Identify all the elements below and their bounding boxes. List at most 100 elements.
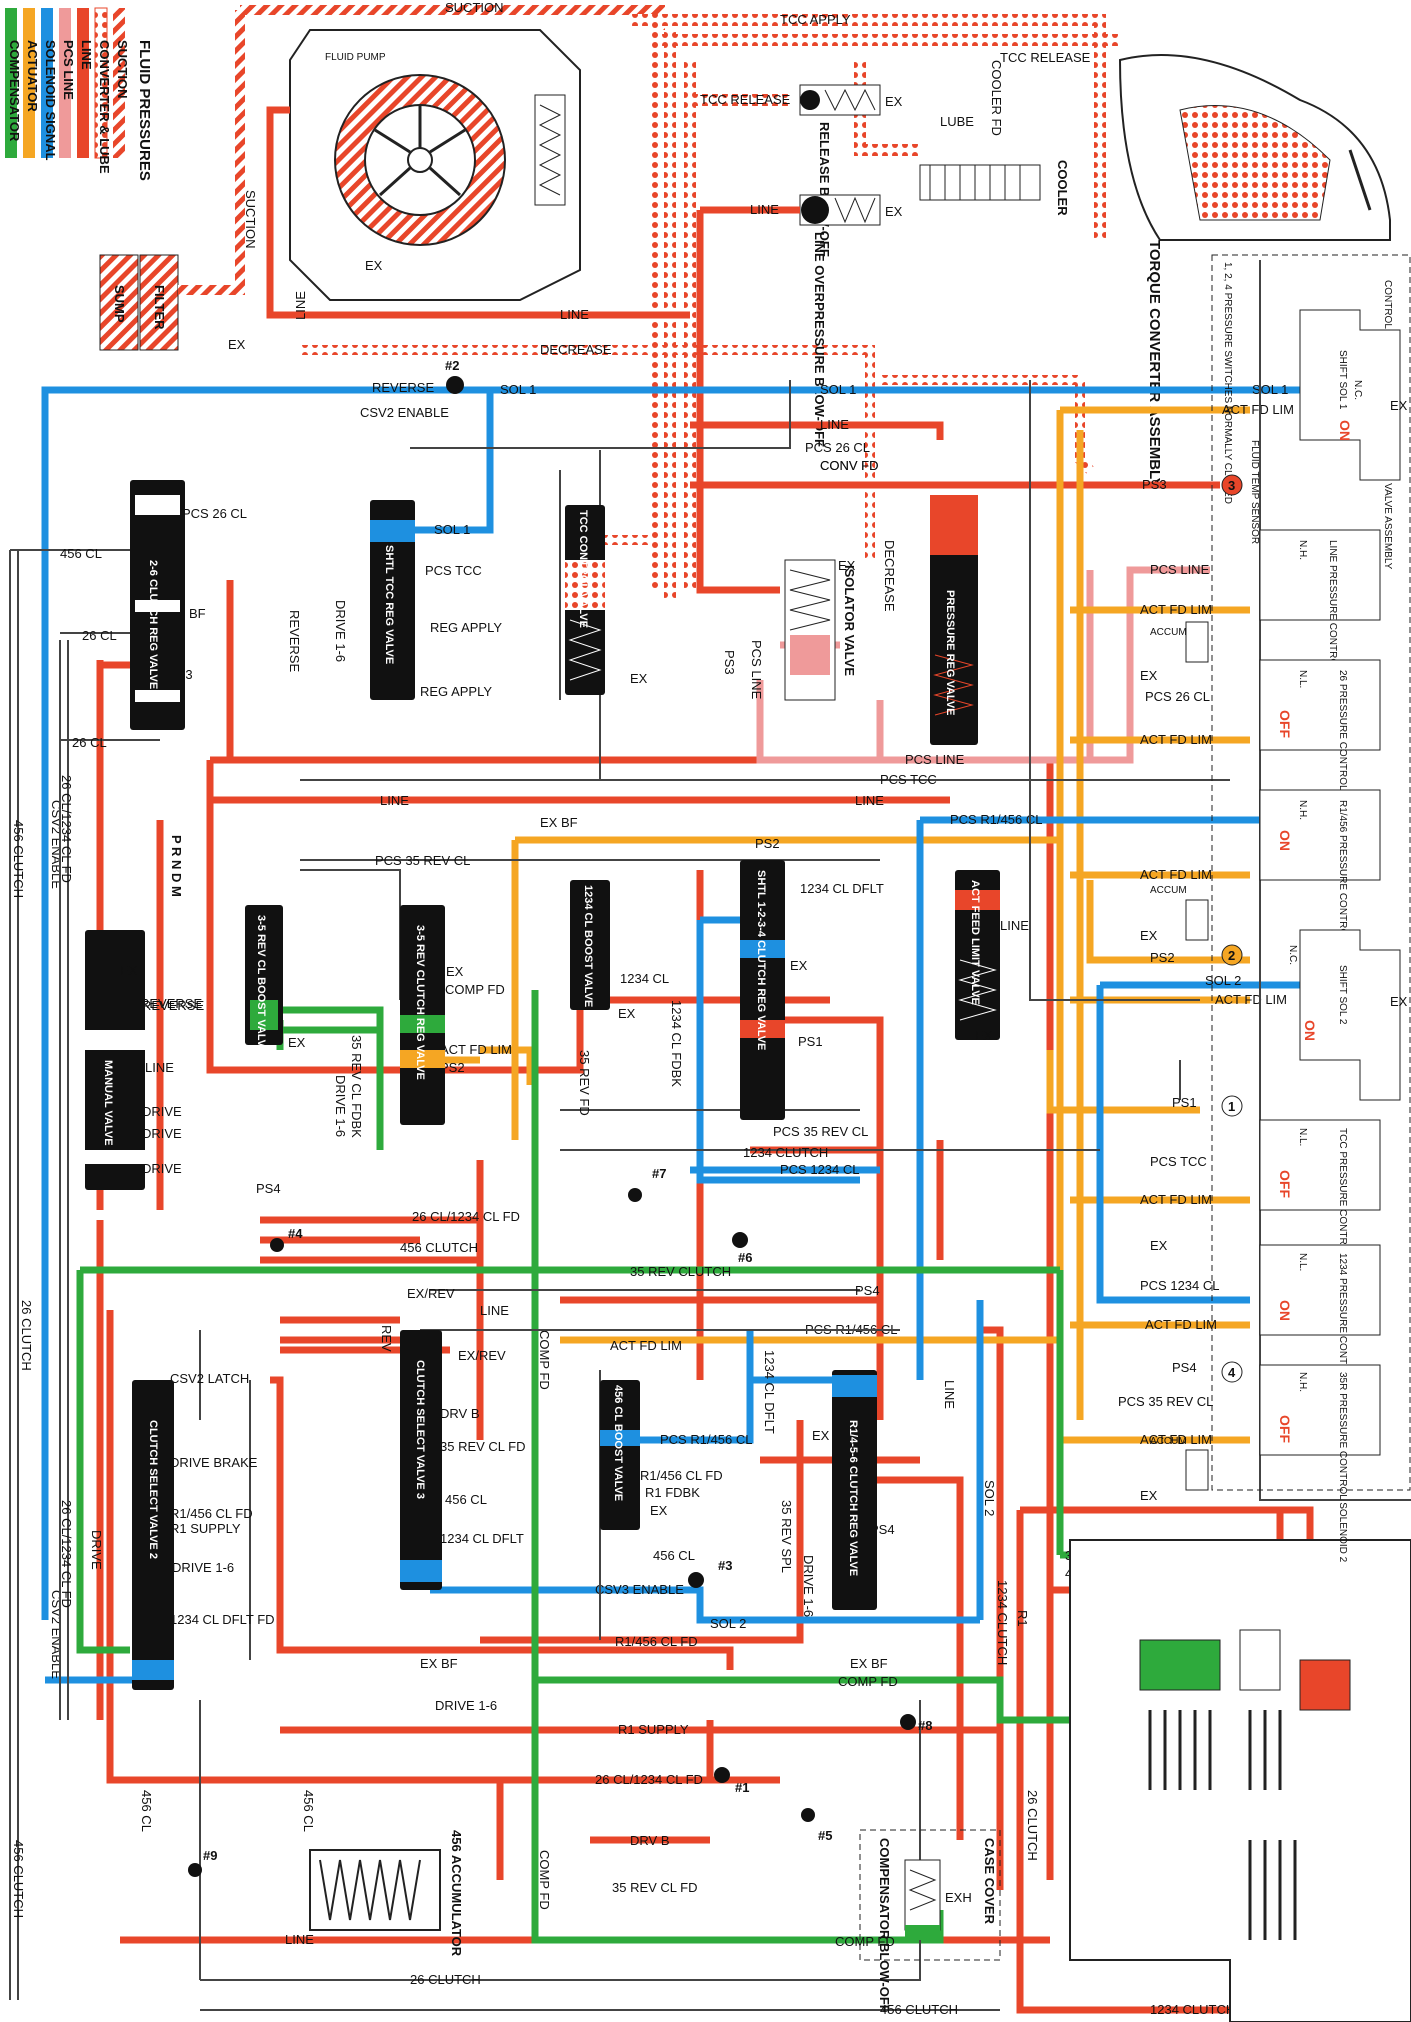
r1-label-2: R1 [1015, 1610, 1030, 1627]
legend-label-actuator: ACTUATOR [25, 40, 40, 112]
line-label-3: LINE [820, 417, 849, 432]
drive-16-label-5: DRIVE 1-6 [801, 1555, 816, 1617]
line-labels: LINE LINE LINE LINE LINE LINE LINE LINE … [145, 202, 1312, 1947]
valve-isolator-label: ISOLATOR VALVE [842, 565, 857, 676]
pcs-35-rev-label-3: PCS 35 REV CL [1118, 1394, 1213, 1409]
pressure-switch-1: 1 [1228, 1099, 1235, 1114]
comp-fd-label-3: COMP FD [835, 1934, 895, 1949]
ex-label-1: EX [228, 337, 246, 352]
cl-456-label-1: 456 CL [60, 546, 102, 561]
suction-label-side: SUCTION [243, 190, 258, 249]
solenoid-35r-pressure-name: 35R PRESSURE CONTROL SOLENOID 2 [1337, 1372, 1348, 1563]
valve-manual-label: MANUAL VALVE [102, 1060, 114, 1146]
r1-fdbk-label: R1 FDBK [645, 1485, 700, 1500]
ex-rev-label-1: EX/REV [407, 1286, 455, 1301]
valve-clutch-select-2: CLUTCH SELECT VALVE 2 [132, 1380, 174, 1690]
comp-fd-label-1: COMP FD [445, 982, 505, 997]
r1-456-cl-fd-label-1: R1/456 CL FD [170, 1506, 253, 1521]
solenoid-r1-456-pressure-name: R1/456 PRESSURE CONTROL SOLENOID 3 [1337, 800, 1348, 1005]
cl-1234-fdbk-label: 1234 CL FDBK [669, 1000, 684, 1087]
comp-fd-label-4: COMP FD [537, 1330, 552, 1390]
ex-label-17: EX [650, 1503, 668, 1518]
ps1-label-valve: PS1 [798, 1034, 823, 1049]
ex-label-12: EX [446, 964, 464, 979]
accumulator-456: 456 ACCUMULATOR [309, 1830, 464, 1957]
sol1-label-1: SOL 1 [500, 382, 536, 397]
line-label-9: LINE [1000, 918, 1029, 933]
torque-converter-label: TORQUE CONVERTER ASSEMBLY [1146, 240, 1163, 488]
ex-release-label: EX [885, 94, 903, 109]
cooler-fd-label: COOLER FD [989, 60, 1004, 136]
fluid-pump-label: FLUID PUMP [325, 52, 386, 63]
valve-1234-reg: SHTL 1-2-3-4 CLUTCH REG VALVE [740, 860, 785, 1120]
ps2-label-2: PS2 [755, 836, 780, 851]
csv2-enable-label-1: CSV2 ENABLE [360, 405, 449, 420]
drv-b-label-2: DRV B [630, 1833, 670, 1848]
cl-26-label-2: 26 CL [72, 735, 107, 750]
drive-label-1: DRIVE [142, 1104, 182, 1119]
solenoid-r1-456-pressure-type: N.H. [1297, 800, 1308, 820]
pcs-26-cl-label-3: PCS 26 CL [1145, 689, 1210, 704]
legend-label-suction: SUCTION [115, 40, 130, 99]
sol1-label-3: SOL 1 [1252, 382, 1288, 397]
ex-label-10: EX [838, 558, 856, 573]
ps1-label: PS1 [1172, 1095, 1197, 1110]
act-fd-lim-label-4: ACT FD LIM [1140, 867, 1212, 882]
valve-pressure-reg: PRESSURE REG VALVE [930, 495, 978, 745]
valve-26-clutch-reg: 2-6 CLUTCH REG VALVE [130, 480, 185, 730]
legend-label-line: LINE [79, 40, 94, 70]
act-fd-lim-label-8: ACT FD LIM [1140, 1432, 1212, 1447]
fluid-temp-sensor-label: FLUID TEMP SENSOR [1249, 440, 1260, 544]
cl-456-label-4: 456 CL [139, 1790, 154, 1832]
clutch-35rev-label-1: 35 REV CLUTCH [630, 1264, 731, 1279]
legend-label-pcsline: PCS LINE [61, 40, 76, 100]
cl-26-1234-fd-label-1: 26 CL/1234 CL FD [412, 1209, 520, 1224]
line-label-11: LINE [293, 291, 308, 320]
ex-label-14: EX [790, 958, 808, 973]
valve-tcc-reg-label: SHTL TCC REG VALVE [383, 545, 395, 664]
cooler: COOLER [919, 160, 1070, 216]
legend-label-compensator: COMPENSATOR [7, 40, 22, 142]
clutch-456-label-1: 456 CLUTCH [11, 1840, 26, 1918]
torque-converter-assembly: TORQUE CONVERTER ASSEMBLY [1118, 54, 1391, 488]
reverse-label-2: REVERSE [140, 996, 202, 1011]
clutch-26-label-1: 26 CLUTCH [19, 1300, 34, 1371]
solenoid-shift-1-state: ON [1337, 420, 1353, 441]
clutch-456-label-2: 456 CLUTCH [11, 820, 26, 898]
checkball-1: #1 [735, 1780, 749, 1795]
pcs-tcc-label-2: PCS TCC [880, 772, 937, 787]
ex-label-9: EX [630, 671, 648, 686]
solenoid-26-pressure-name: 26 PRESSURE CONTROL SOLENOID 4 [1337, 670, 1348, 853]
solenoid-35r-pressure: 35R PRESSURE CONTROL SOLENOID 2 N.H. OFF [1259, 1364, 1381, 1563]
solenoid-26-pressure: 26 PRESSURE CONTROL SOLENOID 4 N.L. OFF [1259, 659, 1381, 853]
ex-bf-label-3: EX BF [420, 1656, 458, 1671]
tcc-apply-label: TCC APPLY [780, 12, 851, 27]
cl-26-1234-fd-label-3: 26 CL/1234 CL FD [59, 775, 74, 883]
ex-label-7: EX [1140, 1488, 1158, 1503]
filter-label: FILTER [152, 285, 167, 330]
cl-456-label-5: 456 CL [301, 1790, 316, 1832]
exhaust-labels: EX EX EX EX EX EX EX EX EX EX EX EX EX E… [120, 337, 1408, 1518]
rev-35-cl-fd-label-2: 35 REV CL FD [612, 1880, 698, 1895]
solenoid-line-pressure: LINE PRESSURE CONTROL SOLENOID N.H. [1259, 529, 1381, 726]
act-fd-lim-label-7: ACT FD LIM [1145, 1317, 1217, 1332]
solenoid-35r-pressure-state: OFF [1277, 1415, 1293, 1443]
sump-label: SUMP [112, 285, 127, 323]
pcs-1234-label-1: PCS 1234 CL [780, 1162, 860, 1177]
ex-label-13: EX [288, 1035, 306, 1050]
rev-35-fd-label: 35 REV FD [577, 1050, 592, 1116]
pcs-26-cl-label-2: PCS 26 CL [805, 440, 870, 455]
r1-supply-label-2: R1 SUPPLY [618, 1722, 689, 1737]
solenoid-shift-1: SHIFT SOL 1 N.C. ON [1299, 309, 1401, 481]
cl-1234-dflt-label-3: 1234 CL DFLT [762, 1350, 777, 1434]
ex-line-blowoff-label: EX [885, 204, 903, 219]
solenoid-35r-pressure-type: N.H. [1297, 1372, 1308, 1392]
act-fd-lim-label-1: ACT FD LIM [1222, 402, 1294, 417]
misc-labels: 456 CLUTCH 456 CLUTCH 456 CLUTCH 456 CLU… [11, 380, 1264, 2017]
drive-16-label-1: DRIVE 1-6 [333, 600, 348, 662]
solenoid-tcc-pressure-state: OFF [1277, 1170, 1293, 1198]
accum-3-label: ACCUM [1150, 1436, 1187, 1447]
legend: COMPENSATOR ACTUATOR SOLENOID SIGNAL PCS… [5, 7, 153, 181]
pressure-switch-markers: 2 1 4 3 [1221, 478, 1243, 1383]
